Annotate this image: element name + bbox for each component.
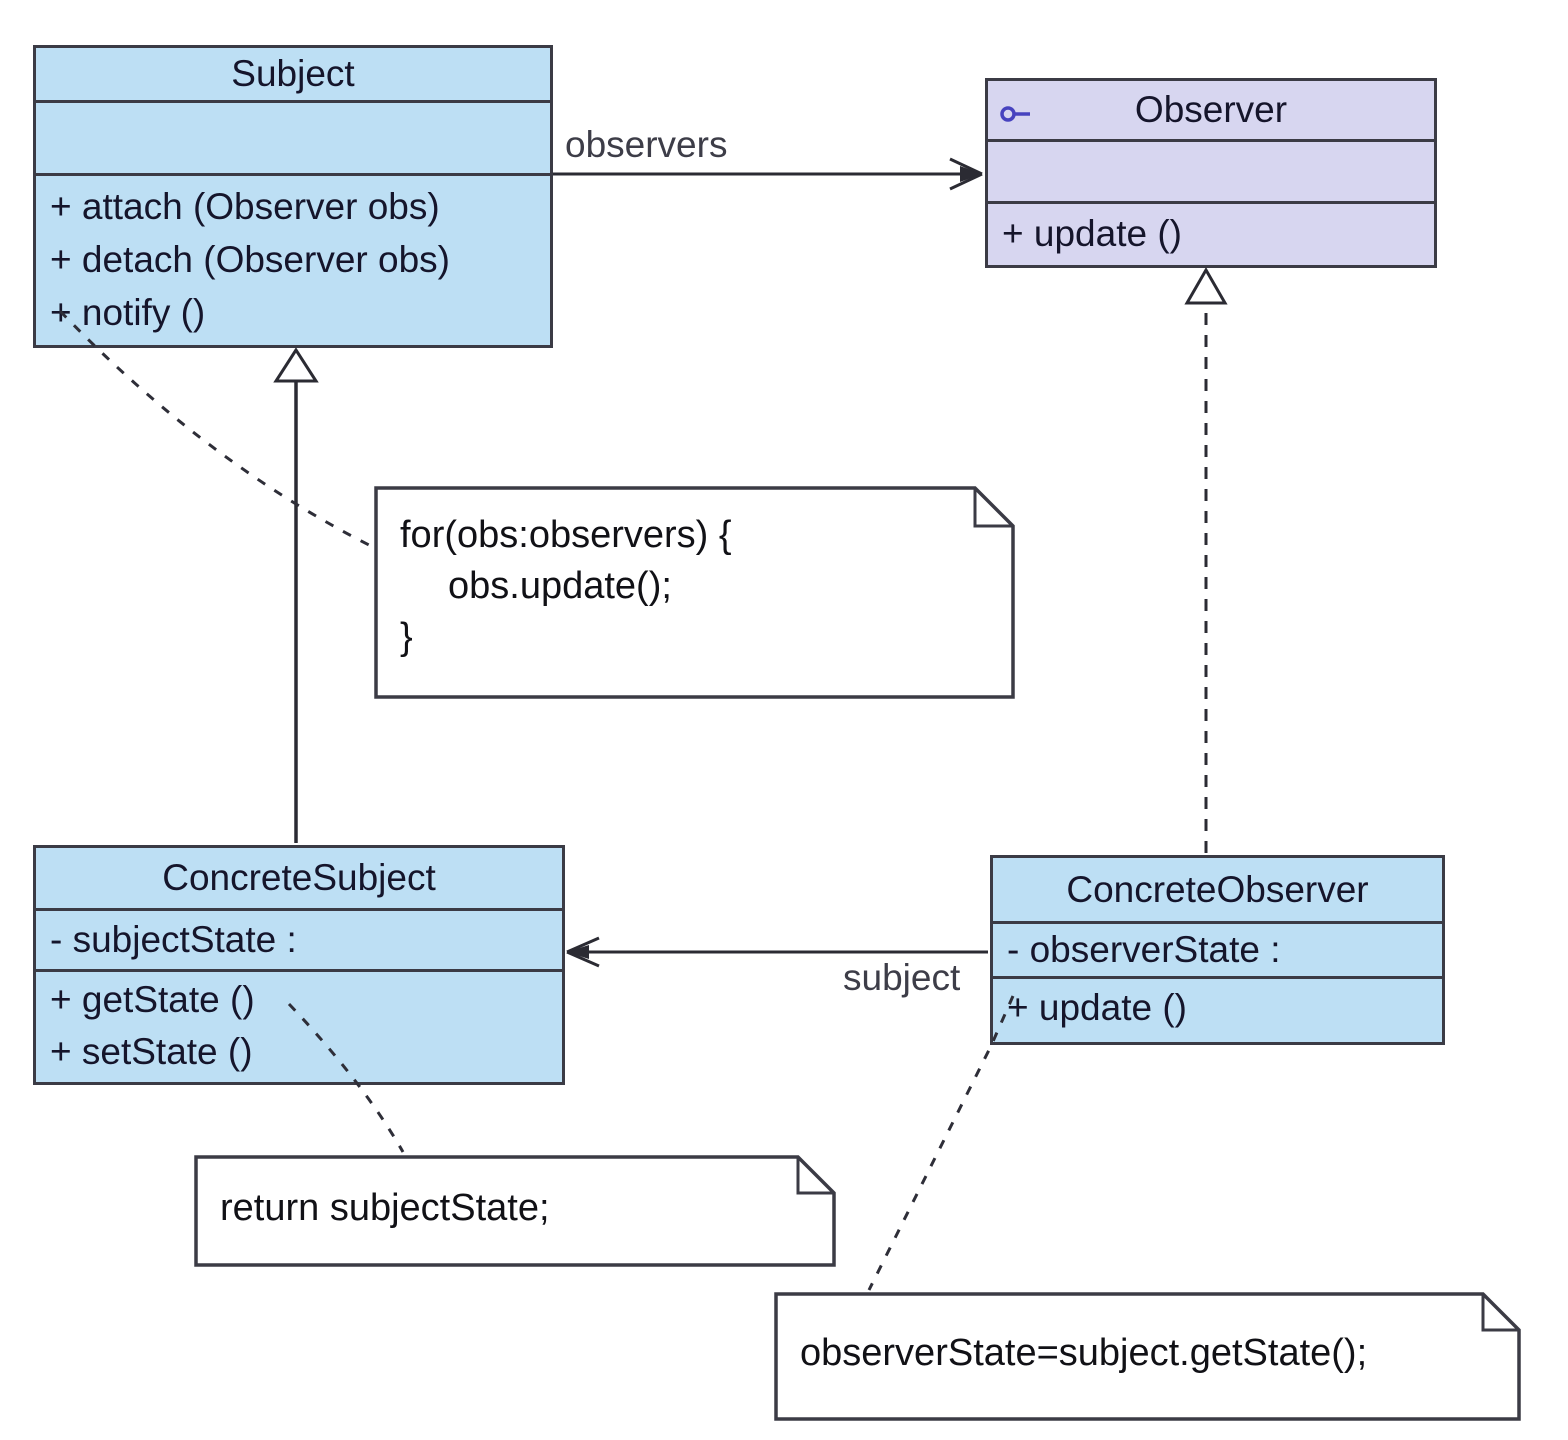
class-box-concrete-observer: ConcreteObserver - observerState : + upd… (990, 855, 1445, 1045)
attribute-observer-state: - observerState : (993, 921, 1442, 976)
methods-compartment-concrete-subject: + getState () + setState () (36, 969, 562, 1082)
note-line: observerState=subject.getState(); (800, 1332, 1368, 1374)
note-line: return subjectState; (220, 1187, 550, 1229)
attributes-compartment-subject (36, 100, 550, 173)
note-line: for(obs:observers) { (400, 514, 732, 556)
attribute-subject-state: - subjectState : (36, 908, 562, 969)
method-detach: + detach (Observer obs) (50, 239, 450, 280)
note-notify-implementation: for(obs:observers) { obs.update(); } (374, 486, 1015, 699)
class-name-observer: Observer (1134, 89, 1288, 130)
association-observers-arrowhead (960, 166, 982, 182)
class-name-concrete-subject: ConcreteSubject (162, 857, 436, 898)
association-label-observers: observers (565, 124, 728, 165)
note-line: } (400, 616, 413, 658)
association-label-subject: subject (843, 957, 961, 998)
method-update-concrete-observer: + update () (1007, 987, 1187, 1028)
class-name-subject: Subject (231, 53, 355, 94)
association-subject-arrowhead (567, 945, 589, 959)
note-text: for(obs:observers) { obs.update(); } (374, 486, 1015, 663)
realization-triangle (1184, 266, 1228, 305)
methods-compartment-observer: + update () (988, 201, 1434, 265)
note-outline (194, 1155, 836, 1267)
method-notify: + notify () (50, 292, 206, 333)
note-getstate-implementation: return subjectState; (194, 1155, 836, 1267)
class-box-concrete-subject: ConcreteSubject - subjectState : + getSt… (33, 845, 565, 1085)
note-text: observerState=subject.getState(); (774, 1292, 1521, 1379)
method-attach: + attach (Observer obs) (50, 186, 440, 227)
generalization-concretesubject-subject (273, 347, 319, 843)
class-header-observer: Observer (988, 81, 1434, 139)
attributes-compartment-observer (988, 139, 1434, 201)
realization-concreteobserver-observer (1184, 266, 1228, 853)
note-outline (374, 486, 1015, 699)
note-line: obs.update(); (448, 565, 672, 607)
class-box-observer: Observer + update () (985, 78, 1437, 268)
note-update-implementation: observerState=subject.getState(); (774, 1292, 1521, 1421)
class-box-subject: Subject + attach (Observer obs) + detach… (33, 45, 553, 348)
method-set-state: + setState () (50, 1031, 253, 1072)
note-outline (774, 1292, 1521, 1421)
generalization-triangle (273, 347, 319, 383)
note-text: return subjectState; (194, 1155, 836, 1234)
methods-compartment-subject: + attach (Observer obs) + detach (Observ… (36, 173, 550, 345)
interface-icon (1000, 90, 1034, 122)
class-name-concrete-observer: ConcreteObserver (1066, 868, 1369, 910)
method-get-state: + getState () (50, 979, 255, 1020)
methods-compartment-concrete-observer: + update () (993, 976, 1442, 1042)
method-update-observer: + update () (1002, 213, 1182, 254)
